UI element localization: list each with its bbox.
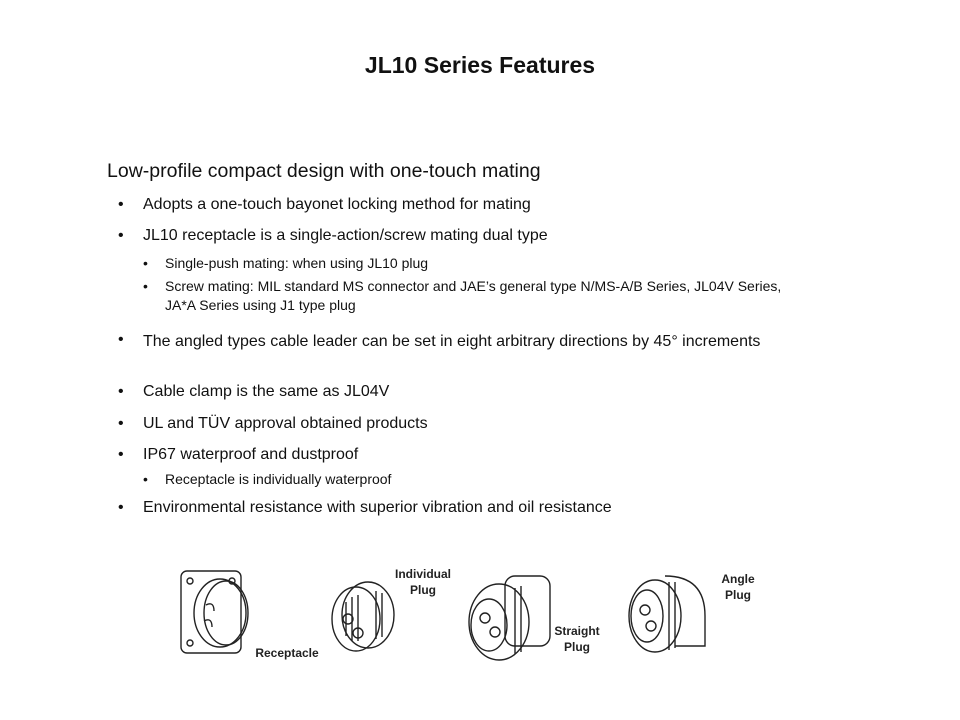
slide-title: JL10 Series Features	[364, 52, 596, 78]
straight-plug-image	[468, 575, 551, 661]
individual-plug-image	[331, 581, 395, 652]
label-line: Angle	[721, 572, 755, 586]
bullet-mark: •	[143, 255, 148, 271]
bullet-text: The angled types cable leader can be set…	[143, 333, 761, 350]
bullet-text: Receptacle is individually waterproof	[165, 471, 392, 487]
bullet-mark: •	[143, 278, 148, 294]
receptacle-image	[180, 570, 249, 654]
bullet-mark: •	[118, 499, 124, 516]
label-line: Individual	[394, 567, 451, 581]
bullet-mark: •	[118, 331, 124, 348]
angle-plug-image	[628, 575, 706, 653]
bullet-mark: •	[118, 227, 124, 244]
bullet-mark: •	[118, 446, 124, 463]
bullet-text: Screw mating: MIL standard MS connector …	[165, 278, 782, 313]
bullet-text: IP67 waterproof and dustproof	[143, 446, 359, 463]
bullet-mark: •	[118, 196, 124, 213]
label-line: Straight	[554, 624, 600, 638]
bullet-text: UL and TÜV approval obtained products	[143, 415, 428, 432]
bullet-text: Single-push mating: when using JL10 plug	[165, 255, 429, 271]
bullet-mark: •	[143, 471, 148, 487]
label-line: Plug	[410, 583, 436, 597]
section-heading: Low-profile compact design with one-touc…	[107, 160, 541, 182]
bullet-mark: •	[118, 383, 124, 400]
bullet-text: Adopts a one-touch bayonet locking metho…	[143, 196, 531, 213]
bullet-text: JL10 receptacle is a single-action/screw…	[143, 227, 548, 244]
bullet-text: Environmental resistance with superior v…	[143, 499, 612, 516]
bullet-text: Cable clamp is the same as JL04V	[143, 383, 390, 400]
bullet-mark: •	[118, 415, 124, 432]
label-line: Plug	[725, 588, 751, 602]
receptacle-label: Receptacle	[255, 646, 319, 660]
label-line: Plug	[564, 640, 590, 654]
